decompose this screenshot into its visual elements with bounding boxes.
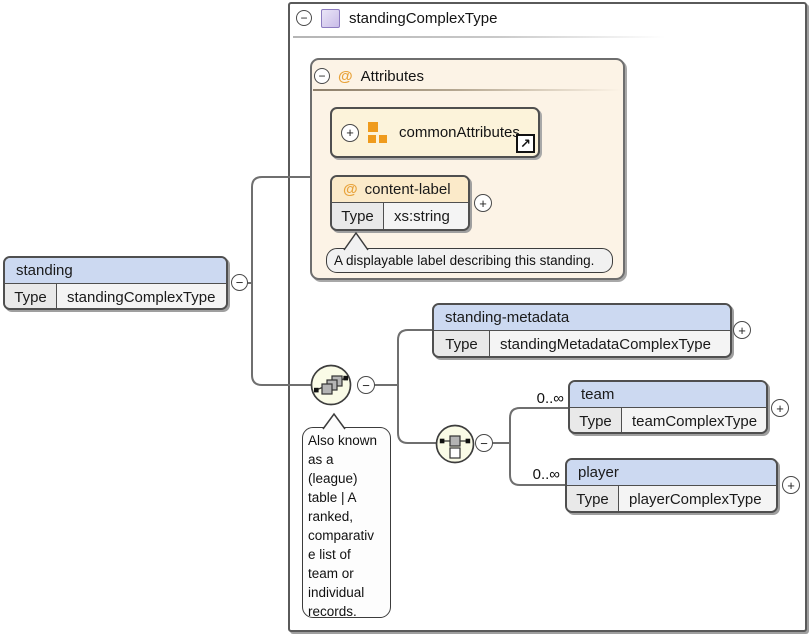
type-value: standingMetadataComplexType (490, 331, 730, 358)
expand-common-attributes-button[interactable]: + (341, 124, 359, 142)
expand-player-button[interactable]: + (782, 476, 800, 494)
element-box-standing-metadata[interactable]: standing-metadata Type standingMetadataC… (432, 303, 732, 358)
type-value: xs:string (384, 203, 468, 230)
complex-type-icon (321, 9, 340, 28)
collapse-inner-sequence-button[interactable]: − (475, 434, 493, 452)
collapse-standing-button[interactable]: − (231, 274, 248, 291)
expand-standing-metadata-button[interactable]: + (733, 321, 751, 339)
element-name: standing (5, 258, 226, 284)
attributes-separator (313, 89, 621, 91)
type-key: Type (567, 486, 619, 513)
collapse-sequence-button[interactable]: − (357, 376, 375, 394)
type-value: teamComplexType (622, 408, 766, 434)
element-box-standing[interactable]: standing Type standingComplexType (3, 256, 228, 310)
common-attributes-label: commonAttributes (399, 124, 520, 141)
content-label-annotation: A displayable label describing this stan… (326, 248, 613, 273)
reference-arrow-icon[interactable]: ↗ (516, 134, 535, 153)
attribute-box-content-label[interactable]: @ content-label Type xs:string (330, 175, 470, 231)
type-key: Type (434, 331, 490, 358)
expand-content-label-button[interactable]: + (474, 194, 492, 212)
sequence-compositor-icon[interactable] (309, 363, 353, 407)
player-cardinality: 0..∞ (514, 466, 560, 483)
type-key: Type (5, 284, 57, 310)
sequence-compositor-icon[interactable] (435, 424, 475, 464)
complex-type-title: standingComplexType (349, 10, 497, 27)
attributes-title: Attributes (361, 68, 424, 85)
complex-type-header: − standingComplexType (296, 7, 497, 29)
element-name: player (567, 460, 776, 486)
expand-team-button[interactable]: + (771, 399, 789, 417)
element-name: team (570, 382, 766, 408)
type-key: Type (332, 203, 384, 230)
at-icon: @ (338, 68, 353, 85)
attribute-group-common-attributes[interactable]: + commonAttributes ↗ (330, 107, 540, 158)
element-box-team[interactable]: team Type teamComplexType (568, 380, 768, 434)
type-value: standingComplexType (57, 284, 226, 310)
header-separator (293, 36, 665, 38)
element-name: standing-metadata (434, 305, 730, 331)
type-value: playerComplexType (619, 486, 776, 513)
attributes-header: − @ Attributes (314, 66, 424, 86)
attribute-group-icon (367, 121, 389, 144)
collapse-root-button[interactable]: − (296, 10, 312, 26)
type-key: Type (570, 408, 622, 434)
element-box-player[interactable]: player Type playerComplexType (565, 458, 778, 513)
at-icon: @ (343, 181, 358, 198)
team-cardinality: 0..∞ (518, 390, 564, 407)
annotation-pointer (343, 232, 369, 250)
annotation-pointer (322, 413, 348, 429)
attribute-name: content-label (365, 181, 451, 198)
sequence-annotation: Also known as a (league) table | A ranke… (302, 427, 391, 618)
collapse-attributes-button[interactable]: − (314, 68, 330, 84)
